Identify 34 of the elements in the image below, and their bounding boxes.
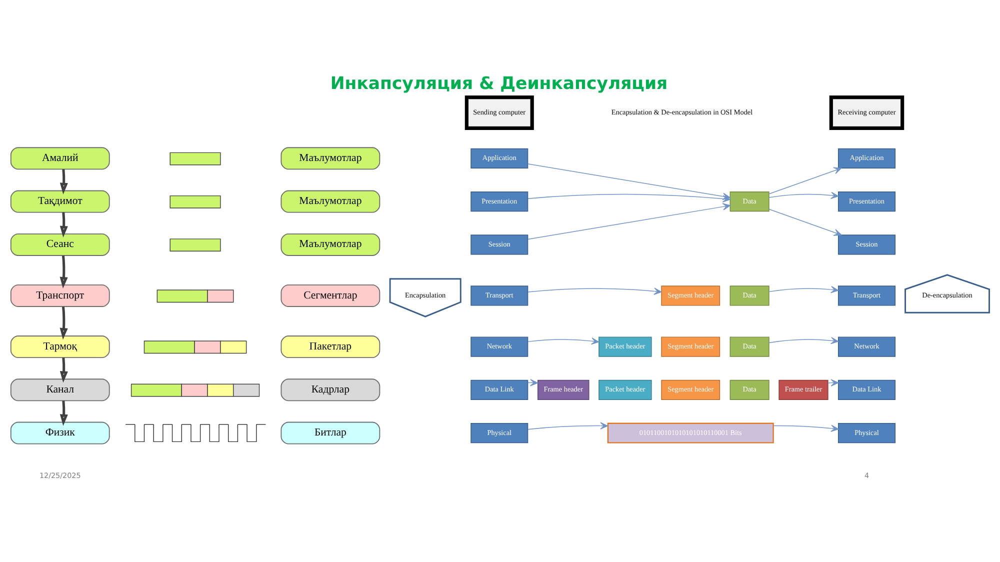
node-box: Физик xyxy=(10,422,110,444)
arrow xyxy=(528,338,600,345)
node-box: Амалий xyxy=(10,147,110,170)
label: 12/25/2025 xyxy=(39,470,81,480)
arrow xyxy=(773,424,839,432)
arrow xyxy=(60,400,68,426)
node-box: Канал xyxy=(10,378,110,402)
node-box: Кадрлар xyxy=(280,378,380,402)
arrow xyxy=(768,208,842,236)
node-box: Пакетлар xyxy=(280,336,380,358)
arrow xyxy=(528,422,608,430)
label: 4 xyxy=(864,470,870,480)
arrow xyxy=(528,288,662,295)
node-box: Маълумотлар xyxy=(280,190,380,213)
node-box: Маълумотлар xyxy=(280,147,380,170)
arrow xyxy=(60,256,68,289)
arrow xyxy=(60,306,68,340)
arrow xyxy=(60,169,68,194)
arrow xyxy=(768,192,839,199)
node-box: Сеанс xyxy=(10,233,110,256)
node-box: Тармоқ xyxy=(10,336,110,358)
arrow xyxy=(768,286,839,294)
node-box: Транспорт xyxy=(10,284,110,307)
diagram-title: Инкапсуляция & Деинкапсуляция xyxy=(330,74,668,94)
arrow xyxy=(60,357,68,383)
arrow xyxy=(60,212,68,238)
arrow xyxy=(528,203,730,240)
node-box: Битлар xyxy=(280,422,380,444)
node-box: Тақдимот xyxy=(10,190,110,213)
arrow xyxy=(828,379,839,386)
node-box: Маълумотлар xyxy=(280,233,380,256)
arrow xyxy=(768,167,842,194)
arrow xyxy=(768,337,839,344)
node-box: Сегментлар xyxy=(280,284,380,307)
